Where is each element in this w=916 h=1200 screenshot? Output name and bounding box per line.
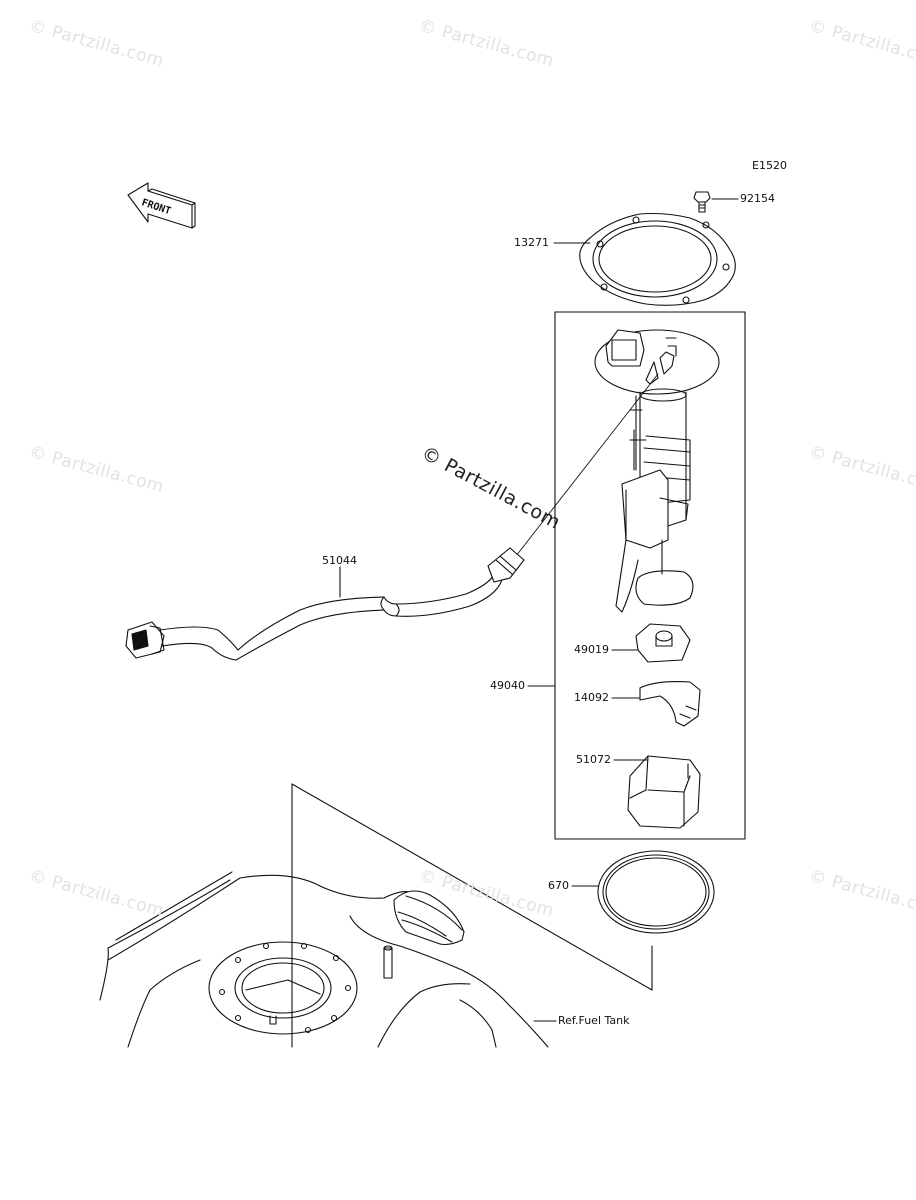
ref-fuel-tank-label: Ref.Fuel Tank xyxy=(558,1014,630,1027)
fuel-tank xyxy=(99,871,549,1048)
bolt-92154 xyxy=(693,191,711,213)
front-arrow-icon: FRONT xyxy=(127,182,196,229)
part-label-670: 670 xyxy=(548,879,569,892)
hose-51044 xyxy=(125,547,525,661)
connector-leader xyxy=(515,373,659,557)
diagram-code: E1520 xyxy=(752,159,787,172)
part-label-51044: 51044 xyxy=(322,554,357,567)
part-51072 xyxy=(627,755,701,829)
fuel-pump-flange xyxy=(594,329,720,395)
part-label-49040: 49040 xyxy=(490,679,525,692)
part-label-13271: 13271 xyxy=(514,236,549,249)
gasket-13271 xyxy=(579,212,736,306)
pump-filter xyxy=(635,539,694,606)
oring-670 xyxy=(597,850,715,934)
part-label-49019: 49019 xyxy=(574,643,609,656)
part-49019 xyxy=(635,623,691,663)
tank-diagonal-line xyxy=(291,783,653,991)
part-14092 xyxy=(639,681,701,727)
part-label-14092: 14092 xyxy=(574,691,609,704)
part-label-92154: 92154 xyxy=(740,192,775,205)
part-label-51072: 51072 xyxy=(576,753,611,766)
pump-assembly-box xyxy=(554,311,746,840)
fuel-pump-body xyxy=(615,388,691,613)
